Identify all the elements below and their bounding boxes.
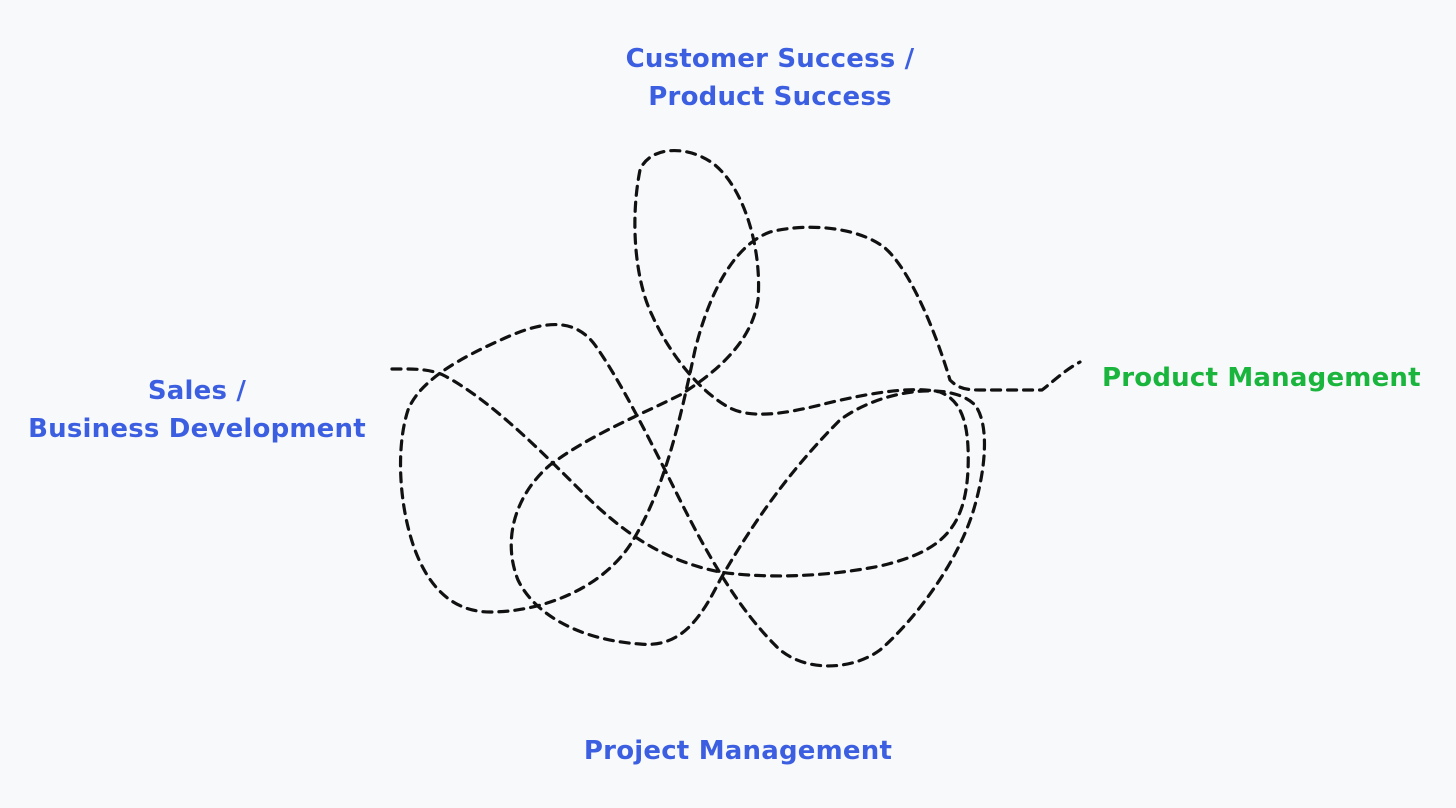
label-product-management-line1: Product Management [1102, 363, 1421, 393]
label-project-management-line1: Project Management [583, 736, 893, 766]
label-sales: Sales / Business Development [28, 372, 366, 448]
label-sales-line2: Business Development [28, 414, 366, 444]
label-customer-success-line2: Product Success [648, 82, 892, 112]
label-customer-success: Customer Success / Product Success [626, 40, 915, 116]
label-product-management: Product Management [1102, 359, 1421, 397]
squiggle-path [390, 149, 1082, 668]
label-project-management: Project Management [584, 732, 892, 770]
label-sales-line1: Sales / [147, 376, 247, 406]
label-customer-success-line1: Customer Success / [625, 44, 915, 74]
